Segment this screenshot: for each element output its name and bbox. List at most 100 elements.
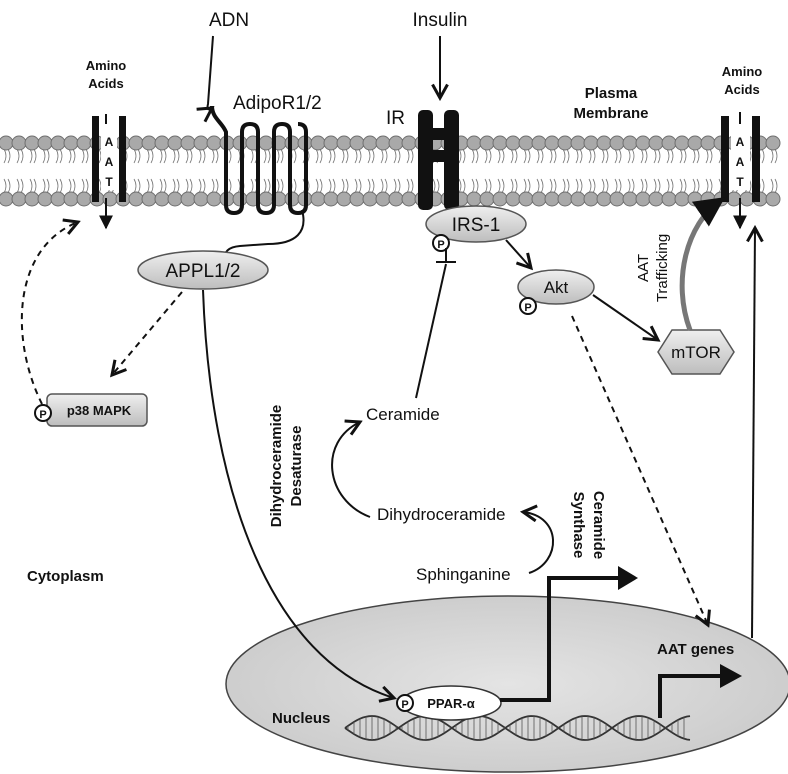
- lipid-head: [323, 135, 339, 151]
- lipid-head: [388, 135, 404, 151]
- lipid-head: [492, 191, 508, 207]
- lipid-head: [765, 135, 781, 151]
- lipid-head: [557, 135, 573, 151]
- lipid-head: [466, 191, 482, 207]
- lipid-head: [479, 135, 495, 151]
- irs1-ellipse: [425, 205, 527, 243]
- insulin-label: Insulin: [413, 10, 468, 31]
- lipid-head: [726, 191, 742, 207]
- lipid-head: [765, 191, 781, 207]
- lipid-head: [505, 135, 521, 151]
- lipid-head: [206, 191, 222, 207]
- svg-text:P: P: [401, 699, 408, 711]
- aat-transporter-left: A A T: [92, 114, 126, 230]
- svg-text:P: P: [39, 409, 46, 421]
- lipid-head: [661, 135, 677, 151]
- lipid-head: [0, 135, 14, 151]
- lipid-head: [570, 191, 586, 207]
- lipid-head: [375, 135, 391, 151]
- ppar-label: PPAR-α: [427, 696, 474, 711]
- lipid-head: [323, 191, 339, 207]
- lipid-head: [479, 191, 495, 207]
- lipid-head: [154, 135, 170, 151]
- lipid-head: [167, 191, 183, 207]
- lipid-head: [167, 135, 183, 151]
- aat-letter-a1: A: [105, 135, 114, 149]
- cytoplasm-label: Cytoplasm: [27, 568, 104, 585]
- ceramide-label: Ceramide: [366, 405, 440, 424]
- lipid-head: [674, 135, 690, 151]
- lipid-head: [24, 191, 40, 207]
- lipid-head: [648, 191, 664, 207]
- aat-genes-label: AAT genes: [657, 641, 734, 658]
- lipid-head: [401, 191, 417, 207]
- mtor-hexagon: [657, 329, 735, 375]
- adipor-receptor: [210, 105, 308, 261]
- lipid-head: [388, 191, 404, 207]
- lipid-head: [11, 191, 27, 207]
- lipid-head: [596, 191, 612, 207]
- lipid-head: [63, 135, 79, 151]
- lipid-head: [700, 135, 716, 151]
- lipid-head: [375, 191, 391, 207]
- lipid-head: [518, 191, 534, 207]
- adn-label: ADN: [209, 10, 249, 31]
- lipid-head: [401, 135, 417, 151]
- lipid-head: [50, 135, 66, 151]
- lipid-head: [635, 191, 651, 207]
- dna-strand: [344, 715, 691, 741]
- p38-label: p38 MAPK: [67, 403, 132, 418]
- aat-letter-a2-right: A: [736, 155, 745, 169]
- akt-phospho: P: [519, 297, 537, 315]
- dihydroceramide-label: Dihydroceramide: [377, 505, 506, 524]
- lipid-head: [37, 135, 53, 151]
- lipid-head: [258, 135, 274, 151]
- lipid-head: [128, 135, 144, 151]
- lipid-head: [622, 135, 638, 151]
- svg-text:P: P: [524, 302, 531, 314]
- lipid-head: [531, 191, 547, 207]
- ir-label: IR: [386, 108, 405, 129]
- lipid-head: [609, 135, 625, 151]
- lipid-head: [76, 135, 92, 151]
- appl-label: APPL1/2: [166, 261, 241, 282]
- lipid-head: [570, 135, 586, 151]
- lipid-head: [674, 191, 690, 207]
- svg-text:P: P: [437, 239, 444, 251]
- lipid-head: [206, 135, 222, 151]
- lipid-head: [505, 191, 521, 207]
- lipid-head: [349, 191, 365, 207]
- lipid-head: [583, 135, 599, 151]
- lipid-head: [583, 191, 599, 207]
- lipid-head: [531, 135, 547, 151]
- ceramide-inhibition-line: [415, 263, 447, 399]
- lipid-head: [518, 135, 534, 151]
- lipid-head: [739, 191, 755, 207]
- sphinganine-label: Sphinganine: [416, 565, 511, 584]
- lipid-head: [258, 191, 274, 207]
- lipid-head: [648, 135, 664, 151]
- lipid-head: [154, 191, 170, 207]
- irs1-phospho: P: [432, 234, 450, 252]
- p38-phospho: P: [34, 404, 52, 422]
- akt-ellipse: [517, 269, 595, 305]
- lipid-head: [622, 191, 638, 207]
- nucleus-ellipse: [225, 595, 788, 773]
- adipor-label: AdipoR1/2: [233, 93, 322, 114]
- lipid-head: [687, 191, 703, 207]
- lipid-head: [544, 135, 560, 151]
- lipid-head: [63, 191, 79, 207]
- aat-letter-t-right: T: [736, 175, 744, 189]
- dna-strand: [344, 715, 691, 741]
- lipid-head: [466, 135, 482, 151]
- lipid-head: [180, 135, 196, 151]
- lipid-head: [661, 191, 677, 207]
- lipid-head: [310, 135, 326, 151]
- dna-helix: [344, 715, 691, 741]
- ceramide-synthase-label: CeramideSynthase: [570, 491, 607, 559]
- aat-transporter-right: A A T: [721, 112, 760, 230]
